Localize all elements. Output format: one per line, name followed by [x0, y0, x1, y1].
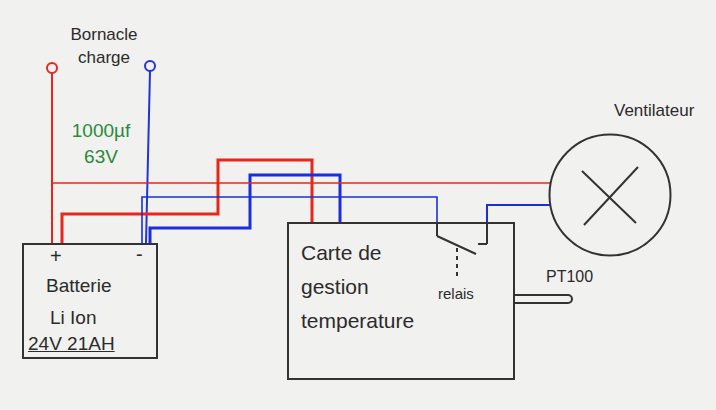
wire — [142, 197, 437, 243]
fan: Ventilateur — [548, 133, 672, 257]
board-title: Carte de gestion temperature — [301, 236, 433, 338]
controller-board: Carte de gestion temperature — [287, 222, 515, 380]
capacitor-value: 1000µf 63V — [64, 118, 138, 169]
terminal-minus — [145, 61, 155, 71]
wire — [62, 160, 312, 243]
battery-box: + - Batterie Li Ion 24V 21AH — [22, 243, 158, 359]
sensor-label: PT100 — [546, 266, 593, 288]
terminal-plus — [47, 63, 57, 73]
relay-coil-link — [456, 248, 458, 280]
wire — [150, 175, 340, 243]
relay-symbol — [437, 222, 487, 280]
fan-title: Ventilateur — [614, 101, 694, 121]
polarity-mark: - — [136, 243, 143, 266]
fan-symbol — [548, 133, 672, 257]
polarity-mark: + — [50, 245, 62, 268]
relay-contact — [486, 222, 488, 244]
fan-blade — [584, 167, 638, 225]
relay-label: relais — [438, 284, 474, 304]
pt100-probe — [515, 295, 572, 303]
battery-title: Batterie — [46, 275, 111, 297]
battery-rating: 24V 21AH — [28, 333, 115, 355]
probe-symbol — [515, 295, 572, 303]
battery-chemistry: Li Ion — [50, 307, 96, 329]
relay-contact — [478, 243, 487, 245]
relay-contact — [436, 222, 438, 236]
terminal-label: Bornacle charge — [64, 24, 144, 70]
charge-wire-minus — [146, 71, 150, 243]
wire — [52, 183, 551, 243]
fan-outline — [550, 135, 671, 256]
wire — [487, 205, 550, 222]
